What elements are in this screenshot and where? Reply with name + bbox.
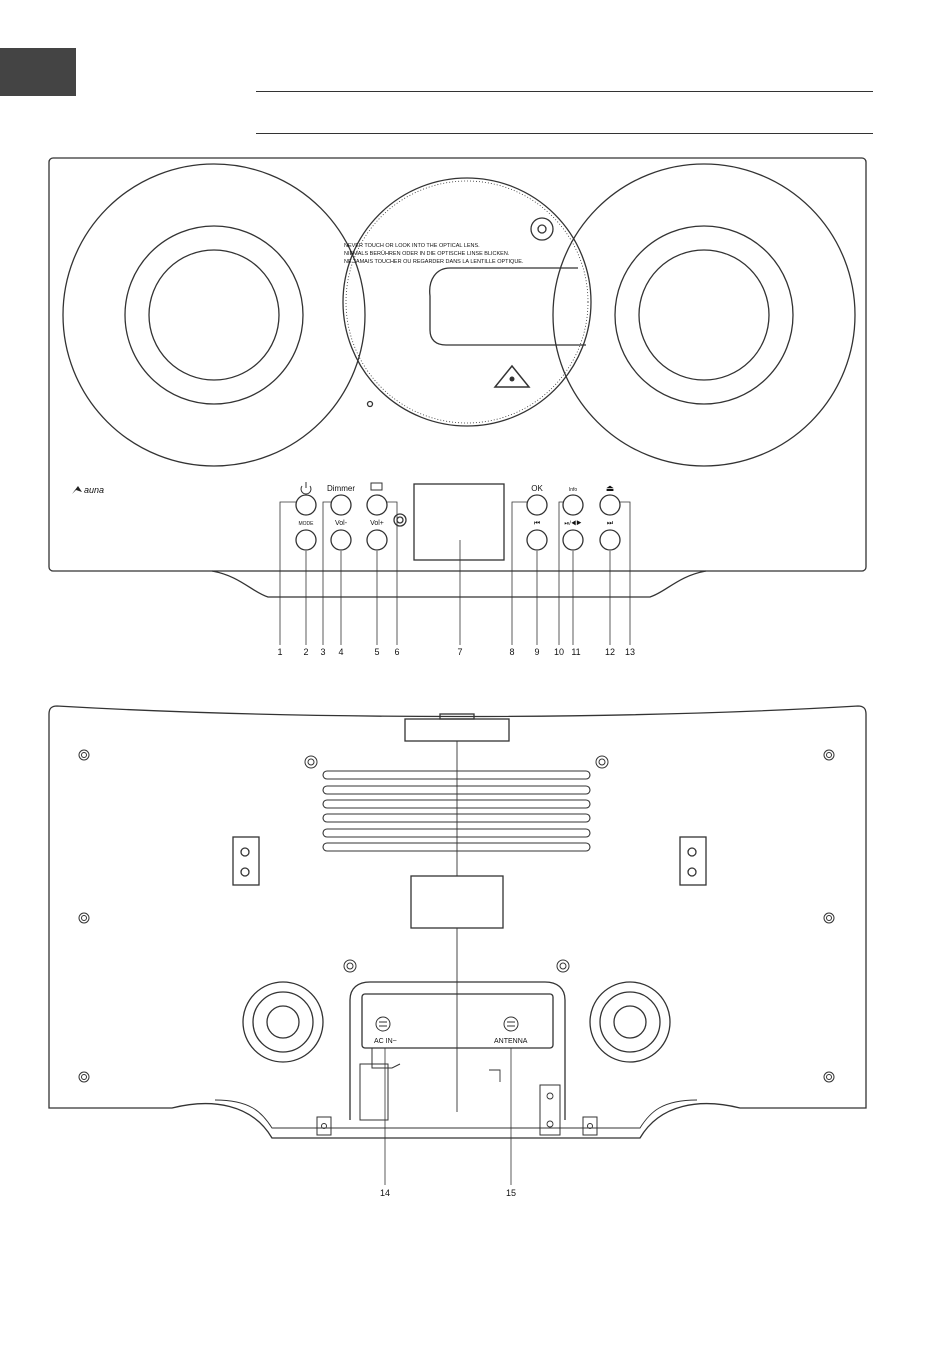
dimmer-button[interactable] bbox=[331, 495, 351, 515]
ac-in-socket-icon bbox=[376, 1017, 390, 1031]
mode-label: MODE bbox=[299, 521, 315, 527]
callout-12: 12 bbox=[605, 647, 615, 657]
display-screen bbox=[414, 484, 504, 560]
ok-label: OK bbox=[531, 484, 543, 493]
left-port bbox=[243, 982, 323, 1062]
front-base bbox=[212, 571, 706, 597]
callout-10: 10 bbox=[554, 647, 564, 657]
info-label: Info bbox=[569, 487, 578, 493]
auna-logo-icon: auna bbox=[72, 485, 104, 495]
preset-icon bbox=[371, 483, 382, 490]
vent-slots bbox=[323, 771, 590, 851]
next-icon: ⏭ bbox=[607, 520, 614, 527]
callout-6: 6 bbox=[394, 647, 399, 657]
vol-plus-button[interactable] bbox=[367, 530, 387, 550]
power-button[interactable] bbox=[296, 495, 316, 515]
right-port bbox=[590, 982, 670, 1062]
top-clip bbox=[405, 719, 509, 741]
antenna-label: ANTENNA bbox=[494, 1038, 528, 1045]
bottom-clips bbox=[317, 1117, 597, 1135]
eject-icon: ⏏ bbox=[606, 483, 615, 493]
callout-9: 9 bbox=[534, 647, 539, 657]
play-pause-button[interactable] bbox=[563, 530, 583, 550]
lens-icon bbox=[531, 218, 553, 240]
dimmer-label: Dimmer bbox=[327, 484, 355, 493]
prev-icon: ⏮ bbox=[534, 520, 540, 527]
callout-1: 1 bbox=[277, 647, 282, 657]
prev-button[interactable] bbox=[527, 530, 547, 550]
vol-plus-label: Vol+ bbox=[370, 520, 384, 527]
ac-in-label: AC IN~ bbox=[374, 1038, 397, 1045]
wall-mount-right bbox=[680, 837, 706, 885]
laser-warning-icon bbox=[495, 366, 529, 387]
callout-3: 3 bbox=[320, 647, 325, 657]
brand-name: auna bbox=[84, 485, 104, 495]
laser-slot bbox=[430, 268, 586, 345]
preset-button[interactable] bbox=[367, 495, 387, 515]
callout-13: 13 bbox=[625, 647, 635, 657]
antenna-socket-icon bbox=[504, 1017, 518, 1031]
headphone-jack[interactable] bbox=[394, 514, 406, 526]
callout-8: 8 bbox=[509, 647, 514, 657]
callout-14: 14 bbox=[380, 1188, 390, 1198]
info-button[interactable] bbox=[563, 495, 583, 515]
callout-11: 11 bbox=[571, 647, 580, 657]
callout-15: 15 bbox=[506, 1188, 516, 1198]
rear-panel bbox=[49, 706, 866, 1185]
play-pause-icon: ⏯/◀▶ bbox=[564, 520, 581, 527]
front-panel bbox=[49, 158, 866, 645]
mode-button[interactable] bbox=[296, 530, 316, 550]
right-speaker bbox=[553, 164, 855, 466]
left-speaker bbox=[63, 164, 365, 466]
ok-button[interactable] bbox=[527, 495, 547, 515]
warning-line-de: NIEMALS BERÜHREN ODER IN DIE OPTISCHE LI… bbox=[344, 250, 510, 257]
warning-line-en: NEVER TOUCH OR LOOK INTO THE OPTICAL LEN… bbox=[344, 243, 480, 249]
eject-button[interactable] bbox=[600, 495, 620, 515]
wall-mount-left bbox=[233, 837, 259, 885]
power-icon bbox=[301, 482, 311, 494]
connector-bay bbox=[350, 982, 565, 1135]
warning-line-fr: NE JAMAIS TOUCHER OU REGARDER DANS LA LE… bbox=[344, 259, 524, 265]
vol-minus-label: Vol- bbox=[335, 520, 348, 527]
callout-2: 2 bbox=[303, 647, 308, 657]
vol-minus-button[interactable] bbox=[331, 530, 351, 550]
callout-5: 5 bbox=[374, 647, 379, 657]
rating-label bbox=[411, 876, 503, 928]
callout-4: 4 bbox=[338, 647, 343, 657]
callout-7: 7 bbox=[457, 647, 462, 657]
next-button[interactable] bbox=[600, 530, 620, 550]
rear-leader-lines bbox=[385, 1048, 511, 1185]
